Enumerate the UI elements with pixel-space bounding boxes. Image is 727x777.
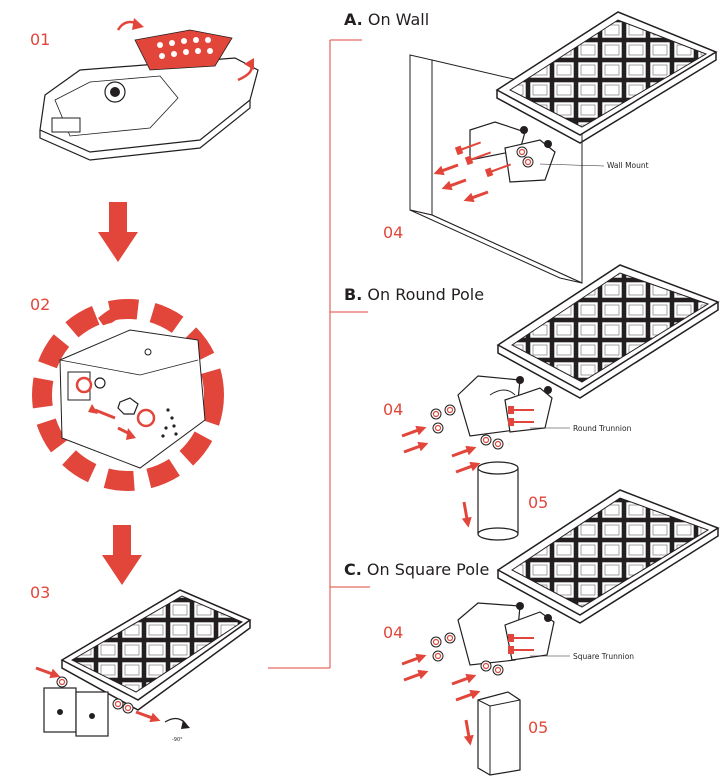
section-heading-square: C. On Square Pole [344, 560, 489, 579]
step-number-03: 03 [30, 583, 50, 602]
step-01-illustration [39, 18, 259, 161]
step-number-02: 02 [30, 295, 50, 314]
callout-wall-mount: Wall Mount [607, 161, 649, 170]
step-02-zoom-detail [32, 299, 224, 491]
square-step-05: 05 [528, 718, 548, 737]
battery-board [134, 29, 233, 71]
callout-square-trunnion: Square Trunnion [573, 652, 634, 661]
round-step-05: 05 [528, 493, 548, 512]
round-pole-illustration [398, 264, 720, 541]
section-heading-wall: A. On Wall [344, 10, 429, 29]
step-03-illustration: -90° [32, 589, 252, 743]
down-arrow-icon [102, 525, 142, 585]
down-arrow-icon [98, 202, 138, 262]
rotation-note: -90° [172, 737, 183, 743]
wall-step-04: 04 [383, 223, 403, 242]
round-step-04: 04 [383, 400, 403, 419]
section-heading-round: B. On Round Pole [344, 285, 484, 304]
callout-round-trunnion: Round Trunnion [573, 424, 632, 433]
section-connector [268, 39, 370, 669]
step-number-01: 01 [30, 30, 50, 49]
square-step-04: 04 [383, 623, 403, 642]
square-pole-illustration [398, 489, 720, 776]
wall-illustration [409, 11, 718, 284]
